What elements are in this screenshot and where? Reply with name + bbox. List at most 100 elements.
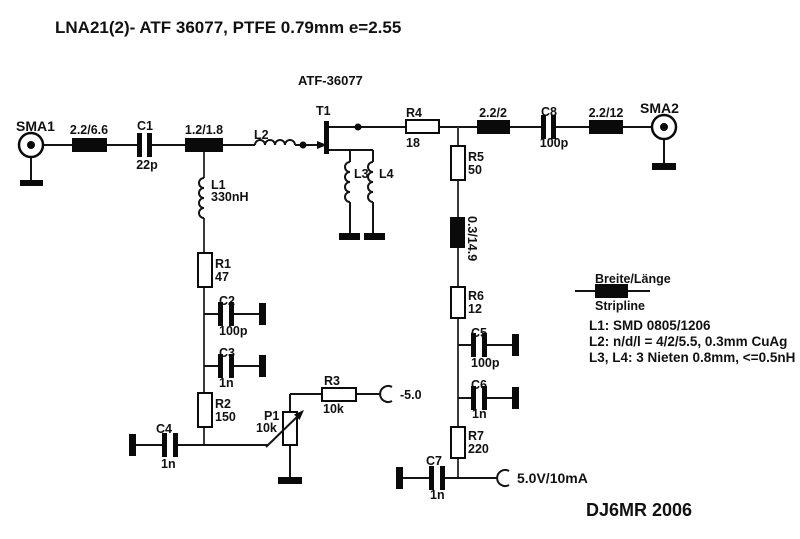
r3-value: 10k [323,402,344,416]
c7-ref: C7 [426,454,442,468]
p1-ground-icon [278,477,302,484]
stripline-output1-label: 2.2/2 [479,106,507,120]
stripline-output2-label: 2.2/12 [589,106,624,120]
t1-gate-arrow-icon [317,141,327,149]
resistor-r3: R3 10k [321,374,357,416]
stripline-bias: 0.3/14.9 [450,216,479,261]
sma1-body [17,131,45,159]
resistor-r2: R2 150 [197,392,236,428]
stripline-input2-label: 1.2/1.8 [185,123,223,137]
r2-value: 150 [215,410,236,424]
sma2-label: SMA2 [640,100,679,116]
l1-ref: L1 [211,178,226,192]
c7-value: 1n [430,488,445,502]
capacitor-c6: C6 1n [471,378,519,421]
connector-sma2: SMA2 [640,100,679,170]
sma1-ground-icon [20,180,43,186]
r4-ref: R4 [406,106,422,120]
r6-ref: R6 [468,289,484,303]
terminal-pos-supply: 5.0V/10mA [496,469,588,487]
note-l1: L1: SMD 0805/1206 [589,318,711,333]
resistor-r7: R7 220 [450,426,489,459]
note-l2: L2: n/d/l = 4/2/5.5, 0.3mm CuAg [589,334,787,349]
inductor-l3: L3 [339,161,369,240]
c5-terminal-bar [512,334,519,356]
resistor-r5: R5 50 [450,145,484,181]
potentiometer-p1: P1 10k [256,409,304,484]
stripline-output1-body [477,120,510,134]
c4-terminal-bar [129,434,136,456]
stripline-output2-body [589,120,623,134]
c4-value: 1n [161,457,176,471]
r5-ref: R5 [468,150,484,164]
legend-stripline-body [595,284,628,298]
neg-supply-connector-icon [379,385,393,403]
stripline-output1: 2.2/2 [477,106,510,134]
page-title: LNA21(2)- ATF 36077, PTFE 0.79mm e=2.55 [55,18,401,37]
capacitor-c3: C3 1n [218,346,266,390]
l3-ref: L3 [354,167,369,181]
stripline-input2: 1.2/1.8 [185,123,223,152]
legend-top-label: Breite/Länge [595,272,671,286]
pos-supply-label: 5.0V/10mA [517,470,588,486]
junction-dot-drain [354,123,362,131]
sma2-pin [660,123,668,131]
sma2-ground-icon [652,163,676,170]
stripline-output2: 2.2/12 [589,106,624,134]
sma1-label: SMA1 [16,118,55,134]
c3-value: 1n [219,376,234,390]
r3-ref: R3 [324,374,340,388]
stripline-input2-body [185,138,223,152]
notes-block: L1: SMD 0805/1206 L2: n/d/l = 4/2/5.5, 0… [589,318,795,365]
t1-bar [324,121,329,154]
junction-dot-gate [299,141,307,149]
sma1-pin [27,141,35,149]
inductor-l4: L4 [364,161,394,240]
stripline-input1: 2.2/6.6 [70,123,108,152]
capacitor-c7: C7 1n [396,454,445,502]
capacitor-c5: C5 100p [471,326,519,370]
r6-value: 12 [468,302,482,316]
capacitor-c1: C1 22p [136,119,158,172]
c2-value: 100p [219,324,248,338]
c1-ref: C1 [137,119,153,133]
r2-ref: R2 [215,397,231,411]
c6-value: 1n [472,407,487,421]
r1-ref: R1 [215,257,231,271]
p1-value: 10k [256,421,277,435]
connector-sma1: SMA1 [16,118,55,186]
l2-ref: L2 [254,128,269,142]
author-footer: DJ6MR 2006 [586,500,692,520]
l4-ground-icon [364,233,385,240]
capacitor-c2: C2 100p [218,294,266,338]
transistor-t1: T1 [316,104,331,154]
terminal-neg-supply: -5.0 [379,385,422,403]
c1-value: 22p [136,158,158,172]
c7-terminal-bar [396,467,403,489]
neg-supply-label: -5.0 [400,388,422,402]
capacitor-c8: C8 100p [540,105,569,150]
transistor-part-label: ATF-36077 [298,73,363,88]
r7-value: 220 [468,442,489,456]
inductor-l2: L2 [254,128,296,146]
stripline-bias-label: 0.3/14.9 [465,216,479,261]
r7-ref: R7 [468,429,484,443]
capacitor-c4: C4 1n [129,422,178,471]
stripline-input1-label: 2.2/6.6 [70,123,108,137]
l4-ref: L4 [379,167,394,181]
sma2-body [650,113,678,141]
p1-ref: P1 [264,409,279,423]
r5-value: 50 [468,163,482,177]
pos-supply-connector-icon [496,469,510,487]
resistor-r4: R4 18 [405,106,440,150]
wires [30,126,665,479]
legend-bottom-label: Stripline [595,299,645,313]
r4-value: 18 [406,136,420,150]
p1-wiper-arrow-icon [294,410,304,420]
resistor-r6: R6 12 [450,286,484,319]
c8-value: 100p [540,136,569,150]
t1-ref-label: T1 [316,104,331,118]
c2-terminal-bar [259,303,266,325]
